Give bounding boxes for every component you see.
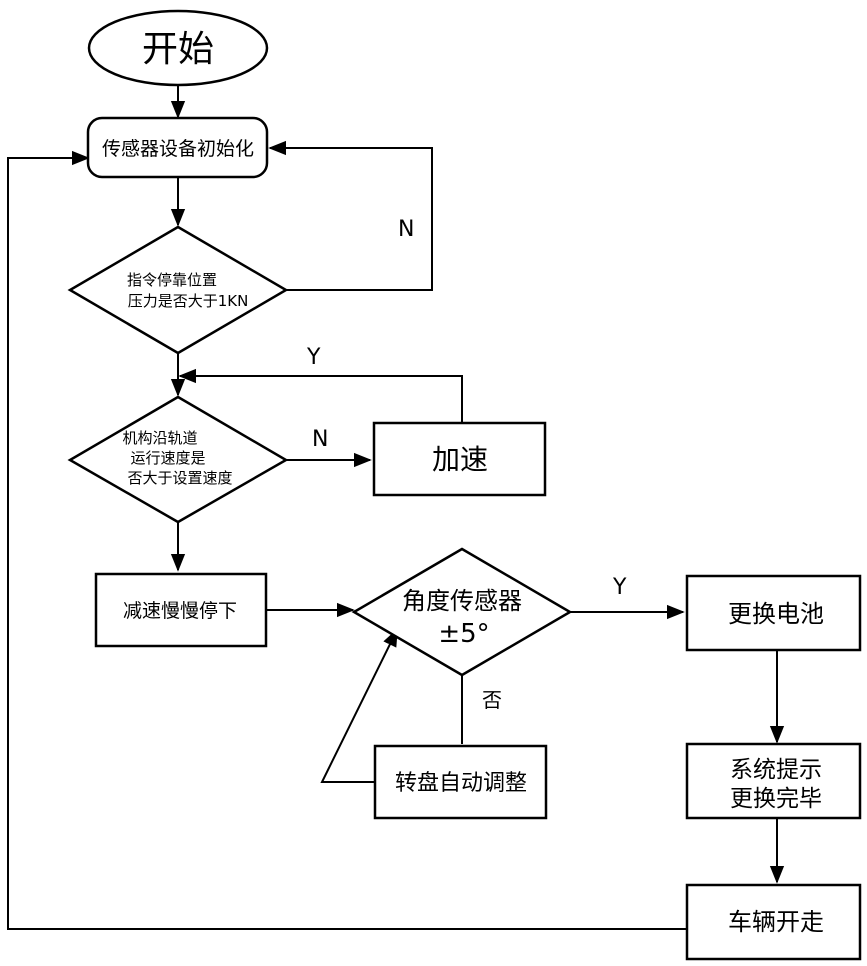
label-speed-no: N	[312, 427, 328, 452]
init-label: 传感器设备初始化	[102, 138, 254, 160]
system-notice-line2: 更换完毕	[730, 786, 822, 812]
turntable-adjust-label: 转盘自动调整	[395, 771, 527, 796]
angle-decision: 角度传感器 ±5°	[354, 549, 570, 675]
system-notice-node: 系统提示 更换完毕	[687, 744, 860, 818]
pressure-label-line2: 压力是否大于1KN	[128, 292, 249, 310]
label-angle-no: 否	[482, 688, 502, 712]
accelerate-label: 加速	[432, 443, 488, 476]
pressure-decision: 指令停靠位置 压力是否大于1KN	[70, 227, 286, 353]
start-node: 开始	[89, 11, 267, 85]
vehicle-leave-node: 车辆开走	[687, 885, 860, 959]
init-node: 传感器设备初始化	[88, 118, 267, 177]
decelerate-label: 减速慢慢停下	[123, 600, 237, 622]
vehicle-leave-label: 车辆开走	[728, 908, 824, 936]
system-notice-line1: 系统提示	[730, 757, 822, 783]
speed-label-line2: 运行速度是	[130, 449, 205, 467]
turntable-adjust-node: 转盘自动调整	[375, 746, 546, 818]
angle-label-line1: 角度传感器	[402, 587, 522, 615]
speed-label-line3: 否大于设置速度	[127, 469, 232, 487]
accelerate-node: 加速	[374, 423, 545, 495]
replace-battery-label: 更换电池	[728, 600, 824, 628]
label-accelerate-yes: Y	[306, 345, 321, 370]
replace-battery-node: 更换电池	[687, 576, 860, 650]
start-label: 开始	[142, 29, 214, 70]
edge-accelerate-loop	[180, 376, 462, 422]
label-angle-yes: Y	[612, 575, 627, 600]
speed-decision: 机构沿轨道 运行速度是 否大于设置速度	[70, 397, 286, 522]
speed-label-line1: 机构沿轨道	[122, 429, 197, 447]
label-pressure-no: N	[398, 217, 414, 242]
decelerate-node: 减速慢慢停下	[96, 574, 266, 646]
pressure-label-line1: 指令停靠位置	[127, 271, 217, 289]
angle-label-line2: ±5°	[438, 619, 489, 649]
